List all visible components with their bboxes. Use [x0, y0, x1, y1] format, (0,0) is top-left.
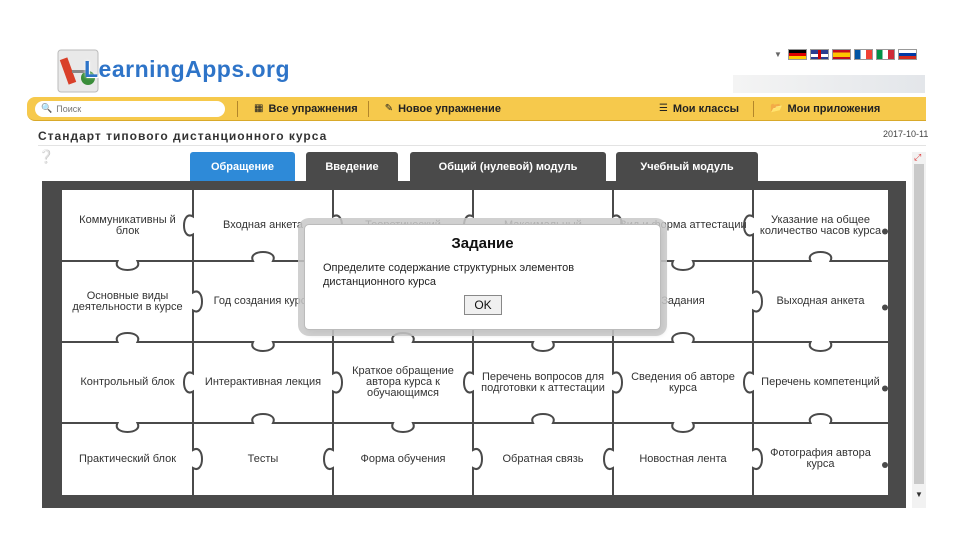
new-exercise-button[interactable]: ✎ Новое упражнение	[385, 103, 501, 115]
logo-text: LearningApps.org	[84, 56, 291, 82]
puzzle-piece[interactable]: Вид и форма аттестации	[619, 219, 747, 231]
dialog-text: Определите содержание структурных элемен…	[323, 262, 575, 288]
logo-graphic	[57, 49, 99, 93]
search-input[interactable]	[56, 103, 207, 114]
all-exercises-label: Все упражнения	[268, 102, 358, 115]
puzzle-piece[interactable]: Указание на общее количество часов курса	[759, 213, 882, 237]
scrollbar[interactable]: ⤢ ▼	[912, 152, 926, 508]
pencil-icon: ✎	[384, 103, 394, 114]
scroll-down-icon[interactable]: ▼	[915, 490, 923, 499]
puzzle-piece[interactable]: Задания	[661, 295, 705, 307]
fullscreen-icon[interactable]: ⤢	[914, 152, 922, 162]
tab-introduction[interactable]: Введение	[306, 152, 398, 182]
main-toolbar: 🔍 ▦ Все упражнения ✎ Новое упражнение ☰ …	[27, 97, 926, 121]
my-apps-button[interactable]: 📂 Мои приложения	[770, 103, 880, 115]
language-selector[interactable]: ▼	[774, 49, 917, 60]
puzzle-piece[interactable]: Перечень вопросов для подготовки к аттес…	[481, 370, 605, 394]
puzzle-piece[interactable]: Контрольный блок	[80, 376, 175, 388]
user-area[interactable]	[733, 75, 925, 93]
scrollbar-track[interactable]	[914, 164, 924, 484]
puzzle-piece[interactable]: Коммуникативны й блок	[79, 213, 176, 237]
search-box[interactable]: 🔍	[35, 100, 225, 117]
puzzle-piece[interactable]: Краткое обращение автора курса к обучающ…	[352, 365, 454, 399]
task-dialog: Задание Определите содержание структурны…	[304, 224, 661, 330]
grid-icon: ▦	[254, 103, 264, 114]
page-date: 2017-10-11	[883, 129, 929, 139]
toolbar-divider	[367, 100, 369, 117]
divider	[38, 145, 926, 146]
puzzle-piece[interactable]: Год создания курса	[213, 295, 313, 307]
puzzle-piece[interactable]: Тесты	[247, 452, 279, 465]
my-apps-label: Мои приложения	[787, 102, 881, 115]
ok-button[interactable]: OK	[464, 295, 502, 315]
tab-appeal[interactable]: Обращение	[190, 152, 295, 182]
puzzle-piece[interactable]: Сведения об авторе курса	[631, 370, 735, 394]
flag-italian-icon[interactable]	[875, 49, 895, 60]
puzzle-piece[interactable]: Новостная лента	[639, 452, 727, 465]
flag-german-icon[interactable]	[787, 49, 807, 60]
puzzle-piece[interactable]: Интерактивная лекция	[204, 376, 322, 388]
puzzle-piece[interactable]: Фотография автора курса	[770, 447, 871, 470]
puzzle-piece[interactable]: Основные виды деятельности в курсе	[72, 289, 183, 313]
tab-study-module[interactable]: Учебный модуль	[616, 152, 758, 182]
toolbar-divider	[752, 100, 754, 117]
search-icon: 🔍	[41, 103, 53, 113]
flag-russian-icon[interactable]	[897, 49, 917, 60]
toolbar-divider	[237, 100, 238, 117]
list-icon: ☰	[658, 103, 668, 114]
chevron-down-icon[interactable]: ▼	[774, 50, 782, 59]
puzzle-piece[interactable]: Входная анкета	[222, 219, 303, 231]
new-exercise-label: Новое упражнение	[398, 102, 501, 115]
flag-english-icon[interactable]	[809, 49, 829, 60]
flag-french-icon[interactable]	[853, 49, 873, 60]
puzzle-piece[interactable]: Форма обучения	[360, 452, 446, 465]
puzzle-piece[interactable]: Перечень компетенций	[761, 376, 880, 388]
help-icon[interactable]: ❔	[38, 149, 55, 164]
page-title: Стандарт типового дистанционного курса	[38, 129, 328, 143]
folder-icon: 📂	[769, 103, 783, 114]
my-classes-label: Мои классы	[672, 102, 739, 115]
puzzle-piece[interactable]: Обратная связь	[502, 452, 584, 465]
flag-spanish-icon[interactable]	[831, 49, 851, 60]
puzzle-piece[interactable]: Практический блок	[78, 452, 177, 465]
tab-general-module[interactable]: Общий (нулевой) модуль	[410, 152, 606, 182]
logo[interactable]: LearningApps.org	[46, 38, 346, 100]
puzzle-piece[interactable]: Выходная анкета	[776, 295, 865, 307]
all-exercises-button[interactable]: ▦ Все упражнения	[254, 103, 358, 115]
my-classes-button[interactable]: ☰ Мои классы	[659, 103, 739, 115]
dialog-title: Задание	[451, 235, 514, 252]
